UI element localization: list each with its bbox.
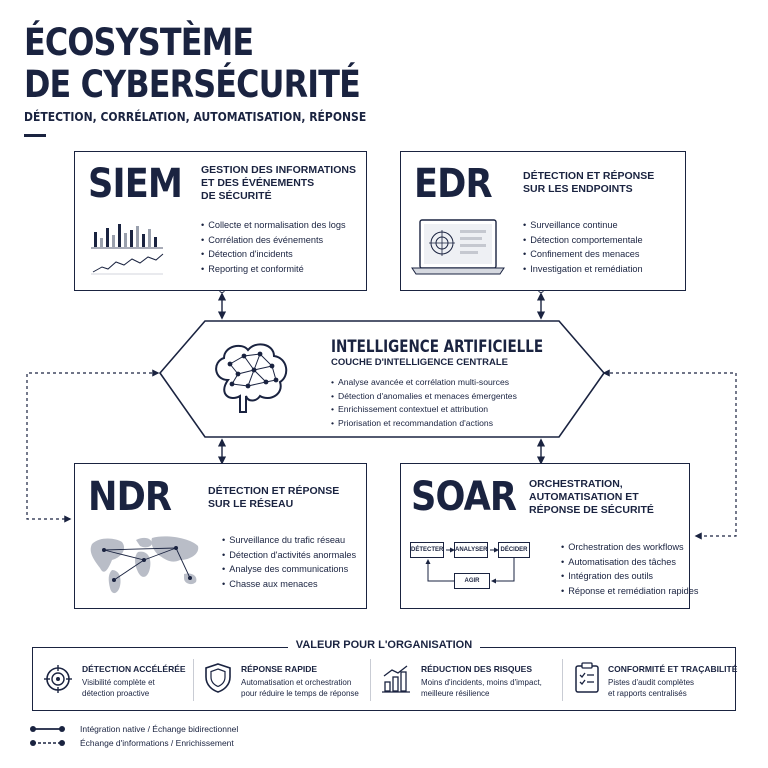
list-item: Surveillance du trafic réseau: [222, 533, 356, 548]
soar-flow-arrows: [425, 547, 515, 584]
legend-solid-label: Intégration native / Échange bidirection…: [80, 724, 239, 734]
legend-dashed-label: Échange d'informations / Enrichissement: [80, 738, 234, 748]
value-desc-risk: Moins d'incidents, moins d'impact, meill…: [421, 678, 542, 698]
value-title-detection: DÉTECTION ACCÉLÉRÉE: [82, 664, 186, 674]
list-item: Corrélation des événements: [201, 233, 346, 248]
divider: [193, 659, 194, 701]
value-title-risk: RÉDUCTION DES RISQUES: [421, 664, 532, 674]
edr-heading: DÉTECTION ET RÉPONSE SUR LES ENDPOINTS: [523, 170, 655, 195]
ndr-feature-list: Surveillance du trafic réseau Détection …: [222, 533, 356, 591]
ndr-heading: DÉTECTION ET RÉPONSE SUR LE RÉSEAU: [208, 485, 340, 510]
title-accent-bar: [24, 134, 46, 137]
siem-heading: GESTION DES INFORMATIONS ET DES ÉVÉNEMEN…: [201, 164, 356, 202]
brain-icon: [215, 343, 288, 413]
siem-acronym: SIEM: [88, 161, 183, 207]
ai-subheading: COUCHE D'INTELLIGENCE CENTRALE: [331, 357, 508, 368]
list-item: Détection d'activités anormales: [222, 548, 356, 563]
siem-chart-icon: [91, 224, 164, 275]
list-item: Reporting et conformité: [201, 262, 346, 277]
value-title-response: RÉPONSE RAPIDE: [241, 664, 318, 674]
flow-step-detect: DÉTECTER: [410, 542, 444, 558]
laptop-icon: [411, 219, 505, 275]
edr-feature-list: Surveillance continue Détection comporte…: [523, 218, 643, 277]
shield-icon: [205, 663, 231, 693]
list-item: Détection comportementale: [523, 233, 642, 248]
value-title-compliance: CONFORMITÉ ET TRAÇABILITÉ: [608, 664, 738, 674]
value-heading: VALEUR POUR L'ORGANISATION: [0, 639, 768, 651]
value-heading-text: VALEUR POUR L'ORGANISATION: [287, 639, 481, 651]
edr-acronym: EDR: [414, 161, 493, 207]
list-item: Réponse et remédiation rapides: [561, 584, 698, 599]
list-item: Enrichissement contextuel et attribution: [331, 403, 517, 417]
list-item: Priorisation et recommandation d'actions: [331, 417, 517, 431]
legend-lines: [30, 726, 65, 746]
list-item: Intégration des outils: [561, 569, 698, 584]
page-title: ÉCOSYSTÈME DE CYBERSÉCURITÉ: [24, 21, 361, 106]
list-item: Collecte et normalisation des logs: [201, 218, 345, 233]
divider: [562, 659, 563, 701]
soar-acronym: SOAR: [411, 474, 517, 520]
checklist-icon: [575, 662, 599, 693]
world-map-icon: [90, 536, 199, 594]
list-item: Chasse aux menaces: [222, 577, 356, 592]
list-item: Analyse avancée et corrélation multi-sou…: [331, 376, 517, 390]
soar-heading: ORCHESTRATION, AUTOMATISATION ET RÉPONSE…: [529, 478, 654, 516]
title-line-2: DE CYBERSÉCURITÉ: [24, 63, 361, 106]
soar-feature-list: Orchestration des workflows Automatisati…: [561, 540, 698, 598]
ndr-acronym: NDR: [88, 474, 172, 520]
value-desc-response: Automatisation et orchestration pour réd…: [241, 678, 359, 698]
flow-step-analyze: ANALYSER: [454, 542, 488, 558]
list-item: Orchestration des workflows: [561, 540, 698, 555]
title-line-1: ÉCOSYSTÈME: [24, 21, 254, 64]
flow-step-act: AGIR: [454, 573, 490, 589]
ai-heading: INTELLIGENCE ARTIFICIELLE: [331, 337, 544, 356]
page-subtitle: DÉTECTION, CORRÉLATION, AUTOMATISATION, …: [24, 110, 367, 124]
target-icon: [44, 665, 72, 693]
list-item: Automatisation des tâches: [561, 555, 698, 570]
bar-chart-icon: [382, 665, 410, 693]
value-desc-compliance: Pistes d'audit complètes et rapports cen…: [608, 678, 695, 698]
divider: [370, 659, 371, 701]
list-item: Analyse des communications: [222, 562, 356, 577]
ai-feature-list: Analyse avancée et corrélation multi-sou…: [331, 376, 517, 430]
list-item: Investigation et remédiation: [523, 262, 642, 277]
list-item: Détection d'anomalies et menaces émergen…: [331, 390, 517, 404]
flow-step-decide: DÉCIDER: [498, 542, 530, 558]
list-item: Surveillance continue: [523, 218, 643, 233]
value-desc-detection: Visibilité complète et détection proacti…: [82, 678, 155, 698]
siem-feature-list: Collecte et normalisation des logs Corré…: [201, 218, 346, 277]
list-item: Détection d'incidents: [201, 247, 346, 262]
list-item: Confinement des menaces: [523, 247, 643, 262]
